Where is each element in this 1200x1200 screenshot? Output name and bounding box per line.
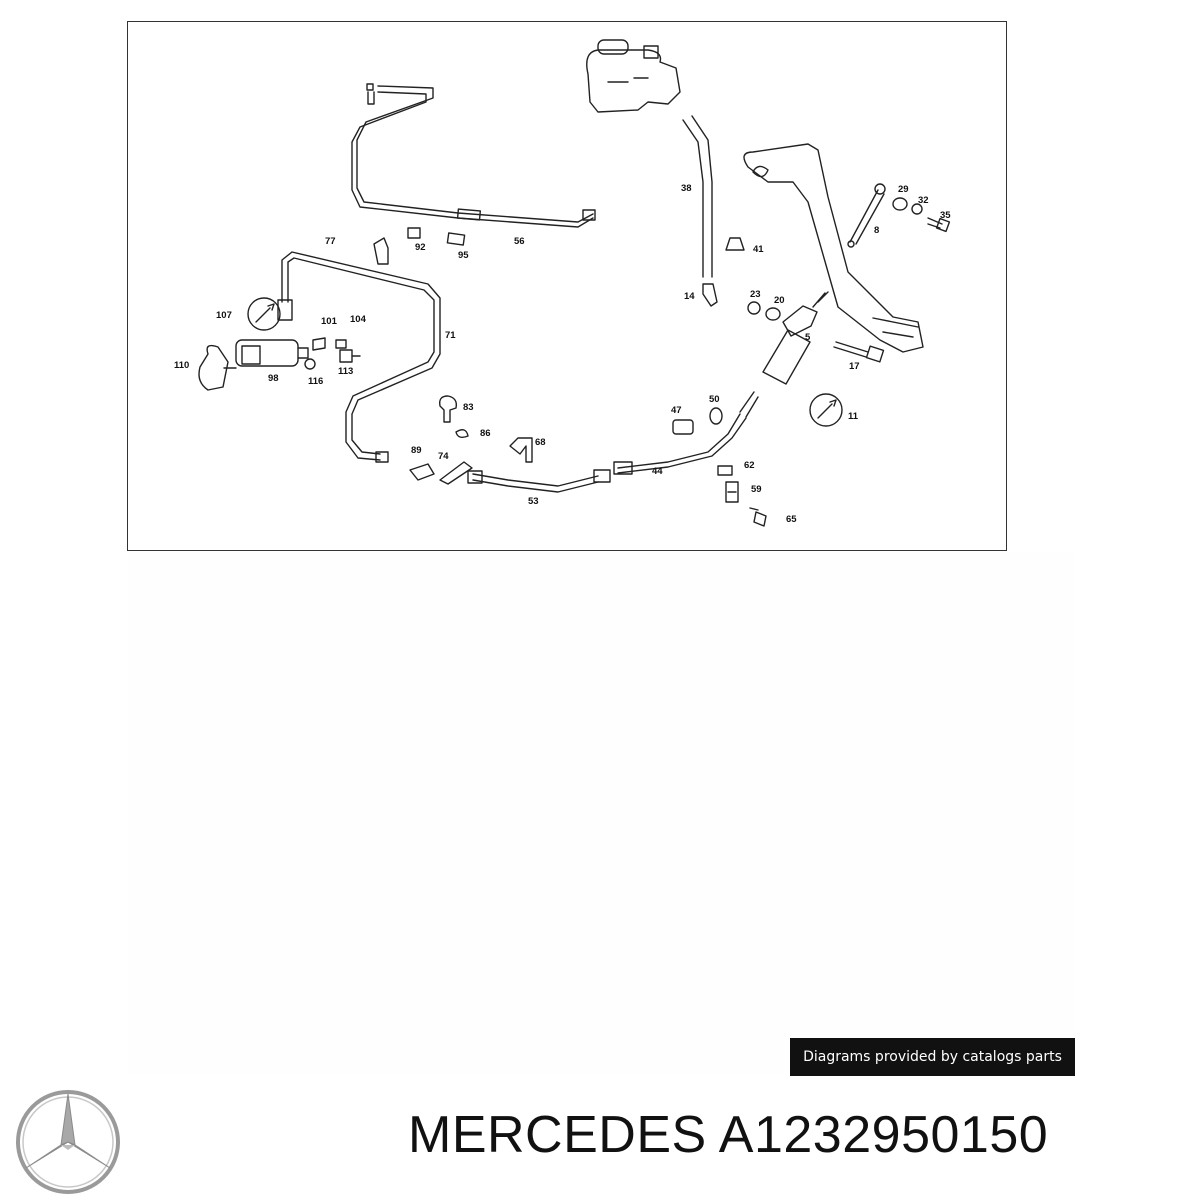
callout-labels: 77 92 95 56 38 41 29 32 35 8 107 101 104… [174,183,951,525]
hose-53 [472,473,599,493]
callout-95: 95 [458,250,469,261]
pedal [743,143,924,353]
diagram-drawing: 77 92 95 56 38 41 29 32 35 8 107 101 104… [174,39,951,527]
callout-74: 74 [438,451,449,462]
line-71-outer [281,251,441,455]
bolt-83 [438,395,458,423]
callout-92: 92 [415,242,426,253]
rod-8 [849,189,885,245]
callout-41: 41 [753,244,764,255]
bracket-77 [373,237,389,265]
callout-68: 68 [535,437,546,448]
callout-98: 98 [268,373,279,384]
line-56 [351,91,594,228]
cap-41 [725,237,745,251]
callout-113: 113 [338,366,353,377]
callout-29: 29 [898,184,909,195]
image-canvas [128,553,1073,1073]
callout-83: 83 [463,402,474,413]
callout-32: 32 [918,195,929,206]
callout-101: 101 [321,316,338,327]
callout-65: 65 [786,514,797,525]
callout-62: 62 [744,460,755,471]
part-95 [446,232,466,246]
callout-35: 35 [940,210,951,221]
diagram-credit-badge: Diagrams provided by catalogs parts [790,1038,1075,1076]
callout-5: 5 [805,332,811,343]
slave-cylinder [198,344,229,391]
bolt-17 [833,341,869,358]
line-71 [287,257,435,461]
sleeve-62 [717,465,733,476]
parts-diagram: 77 92 95 56 38 41 29 32 35 8 107 101 104… [127,21,1007,551]
callout-77: 77 [325,236,336,247]
mercedes-star-icon [16,1090,120,1194]
callout-17: 17 [849,361,860,372]
bracket-74 [439,461,473,485]
bolt-65 [749,507,767,527]
wrench-11 [809,393,843,427]
line-44 [617,413,747,474]
callout-116: 116 [308,376,323,387]
callout-44: 44 [652,466,663,477]
line-56-outer [356,85,594,223]
clip-59 [725,481,739,503]
bracket-68 [509,437,533,463]
reservoir [586,49,681,113]
callout-47: 47 [671,405,682,416]
callout-110: 110 [174,360,189,371]
hose-38 [682,115,713,278]
callout-23: 23 [750,289,761,300]
part-92 [407,227,421,239]
callout-8: 8 [874,225,879,236]
callout-50: 50 [709,394,720,405]
callout-89: 89 [411,445,422,456]
callout-53: 53 [528,496,539,507]
fitting-top [366,83,375,105]
callout-71: 71 [445,330,456,341]
master-cylinder [762,329,811,385]
callout-107: 107 [216,310,232,321]
callout-59: 59 [751,484,762,495]
part-title: MERCEDES A1232950150 [408,1106,1049,1164]
wrench-107 [247,297,281,331]
callout-11: 11 [848,411,859,422]
callout-38: 38 [681,183,692,194]
bracket-89 [409,463,435,481]
callout-20: 20 [774,295,785,306]
callout-14: 14 [684,291,695,302]
callout-104: 104 [350,314,367,325]
fitting-47 [672,419,694,435]
callout-56: 56 [514,236,525,247]
callout-86: 86 [480,428,491,439]
